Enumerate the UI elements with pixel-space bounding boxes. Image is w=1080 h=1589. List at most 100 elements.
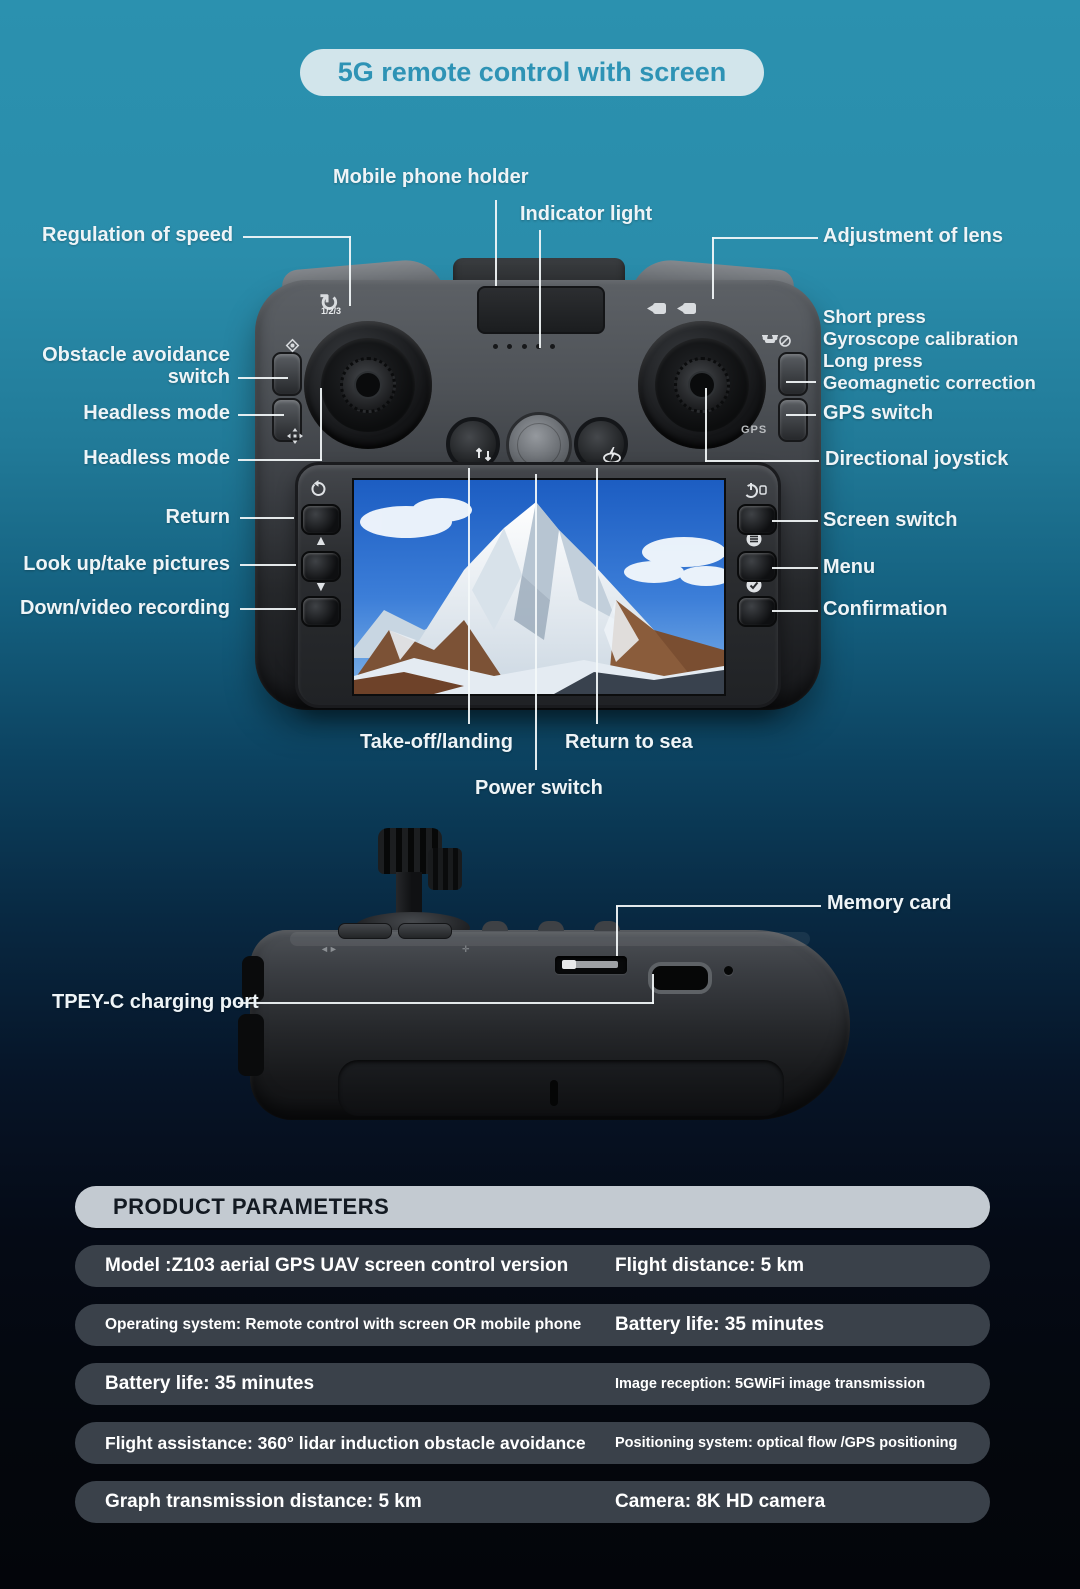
- label-headless-mode-2: Headless mode: [83, 447, 230, 469]
- label-return-to-sea: Return to sea: [565, 731, 693, 753]
- callout-line: [320, 388, 322, 461]
- left-edge-button: [242, 956, 264, 1002]
- label-gps-switch: GPS switch: [823, 402, 934, 424]
- obstacle-avoidance-switch-button: [272, 352, 302, 396]
- gyroscope-calibration-button: [778, 352, 808, 396]
- rotate-arrow-icon: ↻: [319, 290, 340, 317]
- parameter-right: Flight distance: 5 km: [615, 1255, 804, 1276]
- callout-line: [772, 567, 818, 569]
- label-menu: Menu: [823, 556, 876, 578]
- remote-controller-side-view: ◄► ✛: [238, 828, 870, 1128]
- left-joystick-cap: [356, 373, 380, 397]
- label-confirmation: Confirmation: [823, 598, 948, 620]
- gps-engraving: GPS: [741, 424, 768, 436]
- top-dome-button: [538, 921, 564, 931]
- memory-card-tip: [562, 960, 576, 969]
- page-title: 5G remote control with screen: [300, 49, 764, 96]
- reset-hole: [724, 966, 733, 975]
- callout-line: [240, 608, 296, 610]
- label-power-switch: Power switch: [475, 777, 603, 799]
- callout-line: [786, 414, 816, 416]
- speed-mode-icon: ↻ 1/2/3: [315, 292, 349, 326]
- return-bezel-button: [301, 504, 341, 535]
- right-joystick: [638, 321, 766, 449]
- label-directional-joystick: Directional joystick: [825, 448, 1009, 470]
- indicator-light-dots: [493, 344, 555, 349]
- label-screen-switch: Screen switch: [823, 509, 958, 531]
- phone-holder-clamp-inner: [477, 286, 605, 334]
- mountain-wallpaper: [354, 480, 724, 694]
- top-dome-button: [482, 921, 508, 931]
- callout-line: [539, 230, 541, 348]
- label-return: Return: [165, 506, 230, 528]
- callout-line: [238, 459, 322, 461]
- callout-line: [772, 520, 818, 522]
- callout-line: [786, 381, 816, 383]
- callout-line: [596, 468, 598, 724]
- top-dome-button: [594, 921, 620, 931]
- label-line: switch: [167, 366, 230, 388]
- label-type-c-charging-port: TPEY-C charging port: [52, 991, 259, 1013]
- menu-button: [737, 551, 777, 582]
- callout-line: [705, 388, 707, 462]
- callout-line: [349, 236, 351, 306]
- callout-line: [712, 237, 714, 299]
- gps-switch-button: [778, 398, 808, 442]
- left-joystick: [304, 321, 432, 449]
- type-c-port: [648, 962, 712, 994]
- label-gyro-note: Short press Gyroscope calibration Long p…: [823, 306, 1036, 394]
- speed-mode-text: 1/2/3: [321, 306, 342, 316]
- right-joystick-cap: [690, 373, 714, 397]
- side-shoulder-button: [338, 923, 392, 939]
- product-parameters-section: PRODUCT PARAMETERS Model :Z103 aerial GP…: [75, 1186, 990, 1523]
- up-arrow-icon: ▲: [314, 532, 328, 548]
- parameter-row: Flight assistance: 360° lidar induction …: [75, 1422, 990, 1464]
- screen-switch-button: [737, 504, 777, 535]
- label-line: Short press: [823, 306, 926, 327]
- parameter-row: Graph transmission distance: 5 km Camera…: [75, 1481, 990, 1523]
- label-line: Obstacle avoidance: [42, 344, 230, 366]
- parameter-row: Model :Z103 aerial GPS UAV screen contro…: [75, 1245, 990, 1287]
- parameters-header: PRODUCT PARAMETERS: [75, 1186, 990, 1228]
- label-regulation-of-speed: Regulation of speed: [42, 224, 234, 246]
- side-glyph: ✛: [462, 944, 470, 954]
- callout-line: [468, 468, 470, 724]
- left-edge-button: [238, 1014, 264, 1076]
- label-memory-card: Memory card: [827, 892, 952, 914]
- callout-line: [238, 414, 284, 416]
- callout-line: [772, 610, 818, 612]
- parameter-row: Battery life: 35 minutes Image reception…: [75, 1363, 990, 1405]
- parameter-right: Positioning system: optical flow /GPS po…: [615, 1435, 958, 1451]
- label-line: Gyroscope calibration: [823, 328, 1019, 349]
- parameter-left: Flight assistance: 360° lidar induction …: [105, 1433, 586, 1453]
- callout-line: [705, 460, 819, 462]
- battery-cover: [338, 1060, 784, 1116]
- look-up-take-pictures-button: [301, 551, 341, 582]
- down-video-recording-button: [301, 596, 341, 627]
- parameter-left: Graph transmission distance: 5 km: [105, 1491, 422, 1512]
- label-headless-mode-1: Headless mode: [83, 402, 230, 424]
- side-glyph: ◄►: [320, 944, 338, 954]
- label-line: Geomagnetic correction: [823, 372, 1036, 393]
- headless-mode-button: [272, 398, 302, 442]
- callout-line: [652, 974, 654, 1004]
- callout-line: [238, 1002, 654, 1004]
- callout-line: [712, 237, 818, 239]
- display-screen: [352, 478, 726, 696]
- label-mobile-phone-holder: Mobile phone holder: [333, 166, 529, 188]
- label-adjustment-of-lens: Adjustment of lens: [823, 225, 1004, 247]
- parameter-right: Image reception: 5GWiFi image transmissi…: [615, 1376, 926, 1392]
- label-down-video-recording: Down/video recording: [19, 597, 230, 619]
- parameter-row: Operating system: Remote control with sc…: [75, 1304, 990, 1346]
- parameter-left: Operating system: Remote control with sc…: [105, 1316, 582, 1333]
- parameter-right: Camera: 8K HD camera: [615, 1491, 826, 1512]
- memory-card-edge: [562, 961, 618, 968]
- side-shoulder-button: [398, 923, 452, 939]
- parameter-right: Battery life: 35 minutes: [615, 1314, 825, 1335]
- down-arrow-icon: ▼: [314, 578, 328, 594]
- label-look-up-take-pictures: Look up/take pictures: [23, 553, 230, 575]
- label-take-off-landing: Take-off/landing: [360, 731, 513, 753]
- battery-cover-notch: [550, 1080, 558, 1106]
- label-indicator-light: Indicator light: [520, 203, 653, 225]
